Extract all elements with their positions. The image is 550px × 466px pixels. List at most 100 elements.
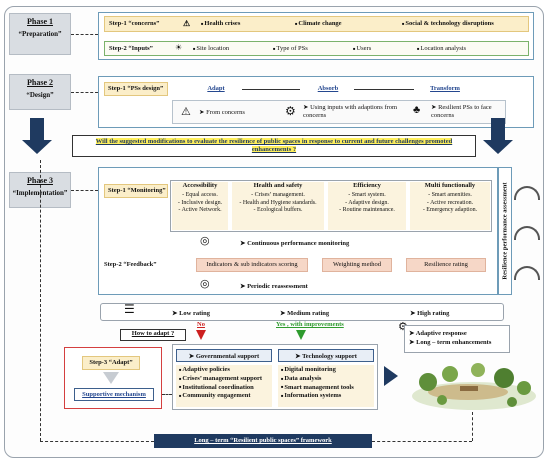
- phase-1-box: Phase 1 “Preparation”: [9, 13, 71, 55]
- high-item-label: Long – term enhancements: [416, 339, 492, 347]
- question-box: Will the suggested modifications to eval…: [72, 135, 476, 157]
- criterion-multifunctionality: Multi functionally - Smart amenities. - …: [410, 182, 490, 230]
- psds-design-label: Step-1 “PSs design”: [108, 85, 164, 92]
- input-item: Type of PSs: [273, 45, 307, 52]
- criterion-health-safety: Health and safety - Crises’ management. …: [232, 182, 324, 230]
- criterion-line: - Inclusive design.: [177, 199, 223, 206]
- feedback-weighting-label: Weighting method: [332, 261, 382, 268]
- question-text: Will the suggested modifications to eval…: [95, 138, 453, 154]
- park-illustration: [408, 356, 540, 412]
- continuous-monitoring-label: Continuous performance monitoring: [247, 240, 350, 247]
- monitoring-label: Step-1 “Monitoring”: [108, 187, 166, 194]
- high-rating-box: ➤ Adaptive response ➤ Long – term enhanc…: [404, 325, 510, 353]
- tech-support-item: Smart management tools: [281, 384, 371, 393]
- framework-right-line: [372, 441, 472, 442]
- framework-right-up: [472, 412, 473, 441]
- framework-bottom-line: [40, 441, 154, 442]
- resilient-label: Resilient PSs to face concerns: [431, 104, 492, 119]
- park-icon: ♣: [413, 104, 421, 116]
- low-rating-label: Low rating: [179, 310, 210, 317]
- down-arrow-right-head: [483, 140, 513, 154]
- alert-icon: ⚠: [183, 19, 191, 28]
- phase-2-box: Phase 2 “Design”: [9, 74, 71, 110]
- using-inputs-label: Using inputs with adaptions from concern…: [303, 104, 398, 119]
- adapt-label: Step-3 “Adapt”: [89, 359, 133, 366]
- no-arrow: [196, 330, 206, 340]
- side-label: Resilience performance assessment: [501, 182, 509, 280]
- input-item: Users: [353, 45, 371, 52]
- how-to-adapt-box: How to adapt ?: [120, 329, 186, 341]
- high-item: ➤ Adaptive response: [409, 330, 467, 337]
- adapt-down-arrow: [103, 372, 119, 384]
- arrow-adapt-absorb: [242, 89, 300, 90]
- high-rating-text: ➤ High rating: [410, 310, 450, 317]
- gear-icon: ⚙: [398, 321, 408, 333]
- down-arrow-right: [491, 118, 505, 140]
- mode-adapt: Adapt: [207, 85, 225, 92]
- phase-1-title: Phase 1: [27, 17, 53, 26]
- gauge-icon: [514, 186, 540, 200]
- input-item: Site location: [193, 45, 229, 52]
- down-arrow-left: [30, 118, 44, 140]
- feedback-rating-label: Resilience rating: [424, 261, 468, 268]
- high-item: ➤ Long – term enhancements: [409, 339, 492, 347]
- tech-support-title: Technology support: [302, 353, 357, 360]
- criterion-line: - Active Network.: [178, 207, 222, 214]
- feedback-scoring-bar: Indicators & sub indicators scoring: [196, 258, 308, 272]
- periodic-reassessment-text: ➤ Periodic reassessment: [240, 283, 308, 290]
- high-item-label: Adaptive response: [415, 330, 467, 337]
- criterion-line: - Adaptive design.: [345, 199, 389, 206]
- tech-support-item: Data analysis: [281, 375, 371, 384]
- supportive-mechanism-box: Supportive mechanism: [74, 388, 154, 401]
- feedback-weighting-bar: Weighting method: [322, 258, 392, 272]
- chevron-right-icon: [384, 366, 398, 386]
- step1-concerns-label: Step-1 “concerns”: [109, 20, 160, 27]
- medium-rating-text: ➤ Medium rating: [280, 310, 330, 317]
- supportive-mechanism-label: Supportive mechanism: [82, 391, 146, 398]
- yes-label: Yes , with improvements: [276, 321, 344, 328]
- criterion-line: - Health and Hygiene standards.: [239, 199, 317, 206]
- gov-support-header: ➤ Governmental support: [176, 349, 272, 362]
- gov-support-item: Crises’ management support: [179, 375, 269, 384]
- phase-2-title: Phase 2: [27, 78, 53, 87]
- how-to-adapt-label: How to adapt ?: [131, 330, 175, 337]
- phase-1-connector: [71, 34, 98, 35]
- feedback-scoring-label: Indicators & sub indicators scoring: [206, 261, 298, 268]
- tech-support-item: Digital monitoring: [281, 366, 371, 375]
- no-label: No: [197, 321, 205, 328]
- phase-1-subtitle: “Preparation”: [18, 30, 62, 38]
- criterion-line: - Ecological buffers.: [253, 207, 303, 214]
- continuous-monitoring-text: ➤ Continuous performance monitoring: [240, 240, 350, 247]
- criterion-line: - Routine maintenance.: [339, 207, 395, 214]
- document-icon: ☰: [124, 302, 135, 316]
- criterion-title: Multi functionally: [424, 182, 476, 189]
- resilient-text: ➤ Resilient PSs to face concerns: [431, 104, 492, 119]
- framework-bar: Long – term “Resilient public spaces” fr…: [154, 434, 372, 448]
- gov-support-item: Institutional coordination: [179, 384, 269, 393]
- feedback-label: Step-2 “Feedback”: [104, 261, 157, 268]
- inputs-gear-icon: ⚙: [285, 104, 296, 118]
- concerns-icon: ⚠: [181, 106, 191, 118]
- mode-transform: Transform: [430, 85, 460, 92]
- ratings-bar: [100, 303, 504, 321]
- gov-support-item: Community engagement: [179, 392, 269, 401]
- side-label-box: Resilience performance assessment: [498, 167, 512, 295]
- design-details-bar: ⚠ ➤ From concerns ⚙ ➤ Using inputs with …: [172, 100, 506, 124]
- yes-arrow: [296, 330, 306, 340]
- gov-support-title: Governmental support: [195, 353, 260, 360]
- concern-item: Social & technology disruptions: [402, 20, 493, 27]
- periodic-reassessment-label: Periodic reassessment: [247, 283, 308, 290]
- low-rating-text: ➤ Low rating: [172, 310, 210, 317]
- tech-support-header: ➤ Technology support: [278, 349, 374, 362]
- phase-2-connector: [71, 92, 98, 93]
- criterion-title: Accessibility: [182, 182, 218, 189]
- step1-concerns-bar: Step-1 “concerns” ⚠ Health crises Climat…: [104, 16, 529, 32]
- high-rating-label: High rating: [417, 310, 450, 317]
- target-icon: ◎: [200, 235, 210, 247]
- concern-item: Climate change: [295, 20, 341, 27]
- step2-inputs-bar: Step-2 “Inputs” ☀ Site location Type of …: [104, 41, 529, 56]
- gov-support-list: Adaptive policies Crises’ management sup…: [176, 365, 272, 407]
- feedback-rating-bar: Resilience rating: [406, 258, 486, 272]
- step2-inputs-label: Step-2 “Inputs”: [109, 45, 153, 52]
- framework-label: Long – term “Resilient public spaces” fr…: [194, 437, 332, 444]
